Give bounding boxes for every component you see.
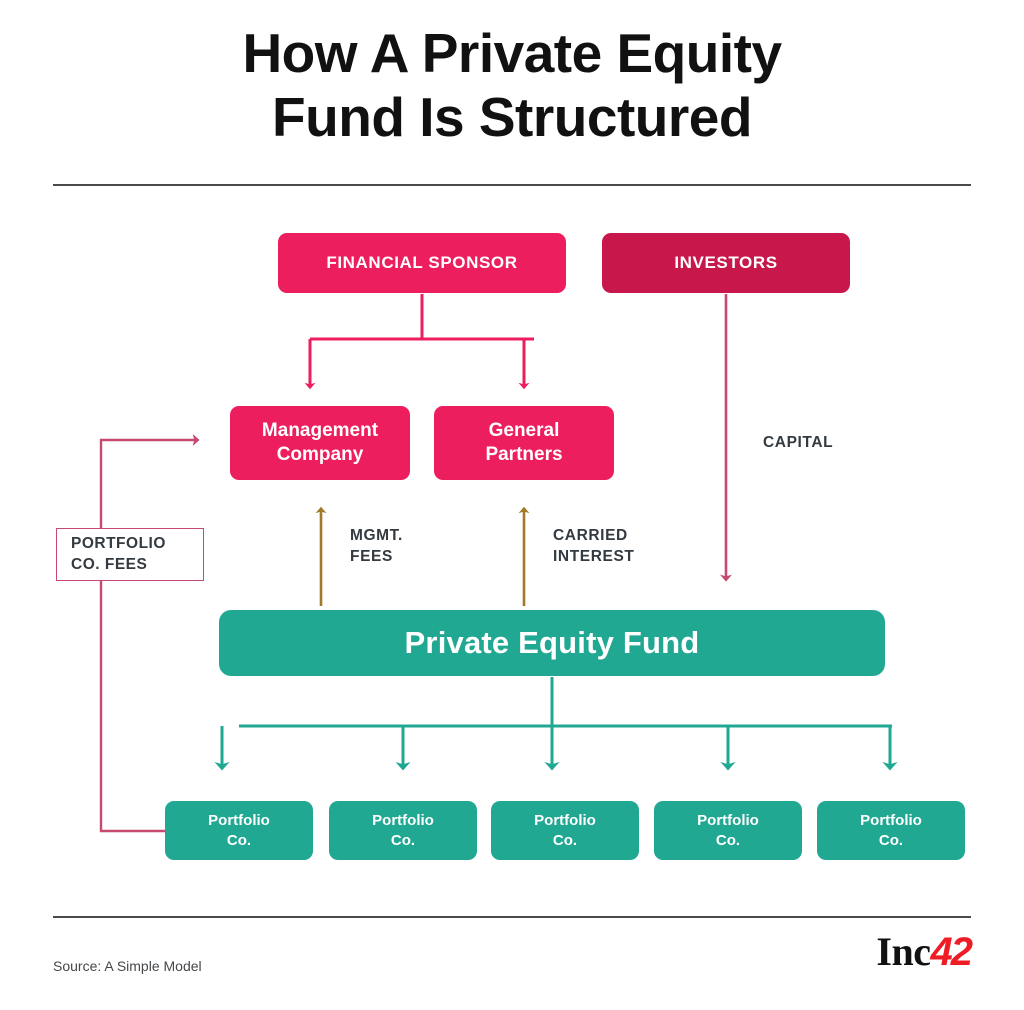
- label-mgmt-fees-line-2: FEES: [350, 547, 393, 565]
- node-financial-sponsor[interactable]: FINANCIAL SPONSOR: [278, 233, 566, 293]
- node-portfolio-co-1-label-line-2: Co.: [226, 831, 252, 849]
- node-portfolio-co-2-label-line-2: Co.: [390, 831, 416, 849]
- connector-sponsor-branch: [304, 294, 534, 390]
- node-portfolio-co-2[interactable]: Portfolio Co.: [329, 801, 477, 860]
- inc42-logo-accent: 42: [930, 930, 973, 974]
- node-portfolio-co-3-label-line-1: Portfolio: [534, 812, 596, 830]
- page-title-line-1: How A Private Equity: [242, 22, 782, 84]
- node-portfolio-co-5-label-line-2: Co.: [878, 831, 904, 849]
- node-management-company-label-line-2: Company: [276, 444, 364, 465]
- label-box-portfolio-co-fees: PORTFOLIO CO. FEES: [56, 528, 204, 581]
- node-management-company-label-line-1: Management: [261, 420, 379, 442]
- label-carried-interest: CARRIED INTEREST: [553, 526, 634, 567]
- page-title: How A Private Equity Fund Is Structured: [53, 22, 971, 150]
- node-general-partners[interactable]: General Partners: [434, 406, 614, 480]
- node-portfolio-co-5-label-line-1: Portfolio: [860, 812, 922, 830]
- header-divider: [53, 184, 971, 186]
- connector-portfolio-co-fees: [99, 434, 200, 833]
- label-carried-interest-line-1: CARRIED: [553, 527, 628, 544]
- node-management-company[interactable]: Management Company: [230, 406, 410, 480]
- node-general-partners-label-line-1: General: [488, 420, 560, 442]
- label-carried-interest-line-2: INTEREST: [553, 547, 635, 565]
- label-portfolio-co-fees-line-2: CO. FEES: [71, 555, 148, 573]
- connector-fund-to-portfolio: [214, 677, 898, 771]
- node-portfolio-co-4-label-line-2: Co.: [715, 831, 741, 849]
- node-portfolio-co-3-label-line-2: Co.: [552, 831, 578, 849]
- node-portfolio-co-4-label-line-1: Portfolio: [697, 812, 759, 830]
- node-portfolio-co-4[interactable]: Portfolio Co.: [654, 801, 802, 860]
- inc42-logo-word: Inc: [876, 929, 931, 974]
- node-investors[interactable]: INVESTORS: [602, 233, 850, 293]
- node-portfolio-co-5[interactable]: Portfolio Co.: [817, 801, 965, 860]
- node-private-equity-fund-label: Private Equity Fund: [404, 625, 700, 660]
- label-capital: CAPITAL: [763, 434, 834, 451]
- node-investors-label: INVESTORS: [674, 253, 778, 272]
- node-general-partners-label-line-2: Partners: [485, 444, 563, 465]
- footer-divider: [53, 916, 971, 918]
- label-mgmt-fees-line-1: MGMT.: [350, 527, 403, 544]
- source-credit: Source: A Simple Model: [53, 958, 202, 974]
- page-title-line-2: Fund Is Structured: [272, 85, 752, 148]
- inc42-logo: Inc42: [876, 929, 973, 974]
- node-portfolio-co-1[interactable]: Portfolio Co.: [165, 801, 313, 860]
- node-private-equity-fund[interactable]: Private Equity Fund: [219, 610, 885, 676]
- node-portfolio-co-2-label-line-1: Portfolio: [372, 812, 434, 830]
- label-portfolio-co-fees-line-1: PORTFOLIO: [71, 534, 166, 552]
- node-portfolio-co-3[interactable]: Portfolio Co.: [491, 801, 639, 860]
- label-mgmt-fees: MGMT. FEES: [350, 526, 403, 567]
- node-financial-sponsor-label: FINANCIAL SPONSOR: [326, 253, 518, 272]
- node-portfolio-co-1-label-line-1: Portfolio: [208, 812, 270, 830]
